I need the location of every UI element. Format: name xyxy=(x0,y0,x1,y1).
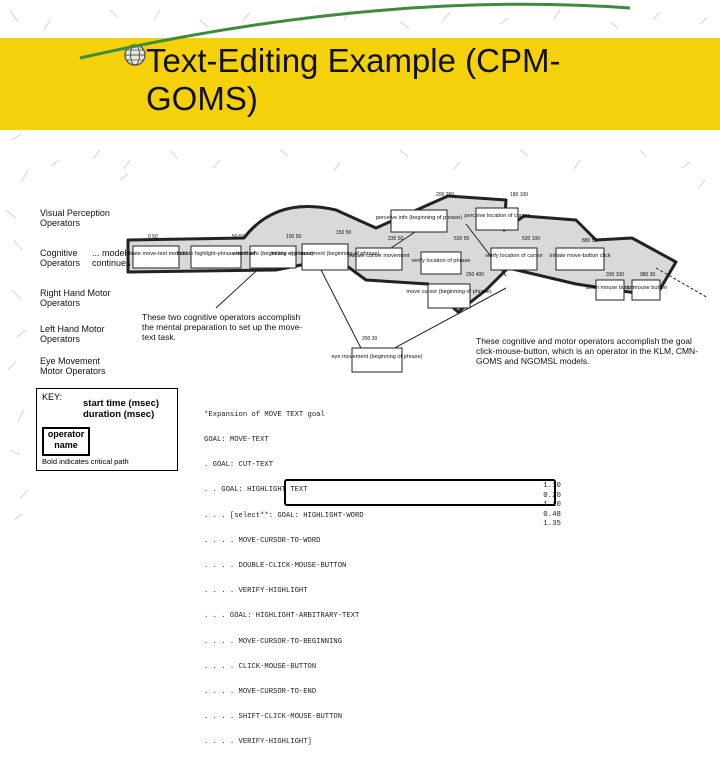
time-value: 1.10 xyxy=(543,482,561,490)
code-line: . . . . DOUBLE-CLICK-MOUSE-BUTTON xyxy=(204,562,347,571)
op-move-cursor: move cursor (beginning of phrase) xyxy=(406,289,491,295)
left-annotation: These two cognitive operators accomplish… xyxy=(142,312,303,342)
op-initiate-cursor: initiate cursor movement xyxy=(349,253,410,259)
code-line: . . . . MOVE-CURSOR-TO-WORD xyxy=(204,536,321,545)
key-operator-line2: name xyxy=(54,440,78,450)
lane-eye-movement: Eye Movement Motor Operators xyxy=(40,356,106,376)
schedule-chart: initiate move-text method initiate highl… xyxy=(125,192,708,373)
code-line: . . . . VERIFY-HIGHLIGHT] xyxy=(204,738,312,747)
code-line: GOAL: MOVE-TEXT xyxy=(204,436,269,445)
lane-cognitive: Cognitive Operators xyxy=(40,248,81,268)
code-line: . . GOAL: HIGHLIGHT TEXT xyxy=(204,486,308,495)
lane-left-hand: Left Hand Motor Operators xyxy=(40,324,105,344)
key-start-time-label: start time (msec) xyxy=(83,398,160,409)
op-initiate-highlight: initiate highlight-phrase method xyxy=(177,251,255,257)
op-verify-location-phrase: verify location of phrase xyxy=(411,258,470,264)
time-value: 0.48 xyxy=(543,510,561,519)
num-530-100: 530 100 xyxy=(522,236,540,242)
op-verify-location-cursor: verify location of cursor xyxy=(485,253,543,259)
op-perceive-info: perceive info (beginning of phrase) xyxy=(376,215,462,221)
cpm-goms-figure: Visual Perception Operators Cognitive Op… xyxy=(36,188,708,746)
op-initiate-mouse: initiate move-button click xyxy=(549,253,610,259)
num-180-100: 180 100 xyxy=(510,192,528,198)
key-operator-line1: operator xyxy=(47,429,85,439)
key-duration-label: duration (msec) xyxy=(83,409,155,420)
key-operator-box: operator name xyxy=(42,427,90,456)
num-50-50: 50 50 xyxy=(232,234,245,240)
op-eye-movement: eye movement (beginning of phrase) xyxy=(331,354,422,360)
goms-code-listing: *Expansion of MOVE TEXT goal GOAL: MOVE-… xyxy=(204,394,584,764)
num-200-250: 200 250 xyxy=(436,192,454,198)
op-up-button: up mouse button xyxy=(625,285,667,291)
code-line: . . . . MOVE-CURSOR-TO-BEGINNING xyxy=(204,637,343,646)
op-initiate-move-text: initiate move-text method xyxy=(125,251,188,257)
num-880-50: 880 50 xyxy=(582,238,598,244)
time-value: 0.20 xyxy=(543,491,561,500)
key-legend: KEY: start time (msec) duration (msec) o… xyxy=(36,388,178,471)
num-0-50: 0 50 xyxy=(148,234,158,240)
title-band xyxy=(0,38,720,130)
num-930-100: 930 100 xyxy=(606,272,624,278)
num-200-30: 200 30 xyxy=(362,336,378,342)
num-100-50: 100 50 xyxy=(286,234,302,240)
code-line: . . . . SHIFT-CLICK-MOUSE-BUTTON xyxy=(204,713,343,722)
op-down-button: down mouse button xyxy=(586,285,635,291)
code-line: . . . . CLICK-MOUSE-BUTTON xyxy=(204,662,317,671)
decorative-arc xyxy=(79,2,631,60)
code-line: *Expansion of MOVE TEXT goal xyxy=(204,410,325,419)
lane-visual-perception: Visual Perception Operators xyxy=(40,208,110,228)
num-150-50: 150 50 xyxy=(336,230,352,236)
highlight-box xyxy=(284,479,556,506)
num-250-400: 250 400 xyxy=(466,272,484,278)
op-perceive-location: perceive location of cursor xyxy=(464,213,529,219)
code-line: . . . . VERIFY-HIGHLIGHT xyxy=(204,587,308,596)
code-line: . . . GOAL: HIGHLIGHT-ARBITRARY-TEXT xyxy=(204,612,360,621)
num-980-30: 980 30 xyxy=(640,272,656,278)
num-230-50: 230 50 xyxy=(388,236,404,242)
time-value: 1.35 xyxy=(543,520,561,528)
slide-title: Text-Editing Example (CPM-GOMS) xyxy=(146,42,561,117)
globe-bullet-icon xyxy=(124,44,146,66)
right-annotation: These cognitive and motor operators acco… xyxy=(476,336,699,366)
code-line: . . . [select**: GOAL: HIGHLIGHT-WORD xyxy=(204,511,364,520)
op-attend-info: attend info (beginning of phrase) xyxy=(233,251,314,257)
op-initiate-eye: initiate eye movement (beginning of phra… xyxy=(271,251,380,257)
key-title: KEY: xyxy=(42,392,63,402)
model-continues-note: ... model continues xyxy=(92,248,131,268)
code-line: . . . . MOVE-CURSOR-TO-END xyxy=(204,688,317,697)
key-start-time: start time (msec) duration (msec) xyxy=(83,398,159,420)
key-bold-note: Bold indicates critical path xyxy=(42,457,129,466)
lane-right-hand: Right Hand Motor Operators xyxy=(40,288,111,308)
num-530-50: 530 50 xyxy=(454,236,470,242)
code-line: . GOAL: CUT-TEXT xyxy=(204,461,274,470)
